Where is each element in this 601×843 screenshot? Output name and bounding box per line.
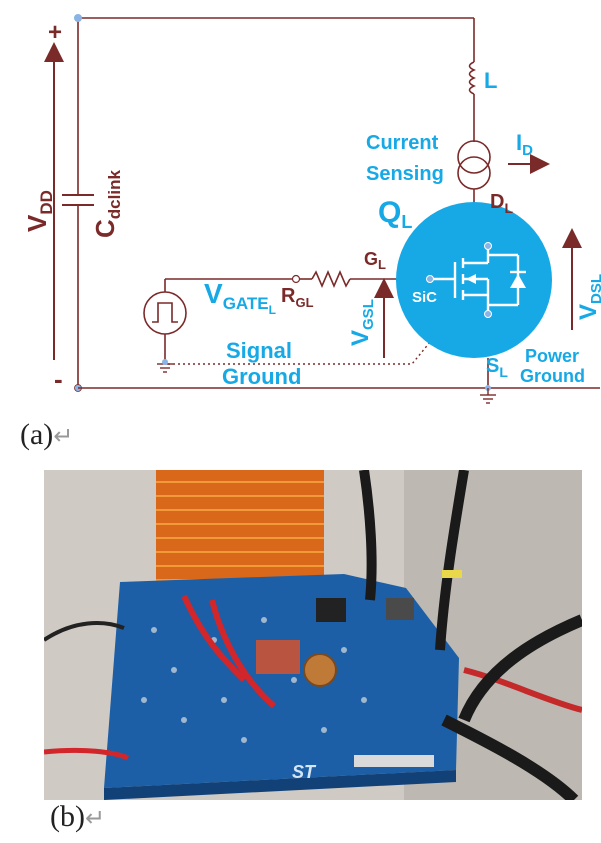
- source-node: [484, 310, 492, 318]
- caption-b-text: (b): [50, 800, 85, 833]
- red-lead-2: [209, 599, 276, 709]
- mosfet-diode: [510, 274, 526, 288]
- drain-node: [484, 242, 492, 250]
- vdsl-label: VDSL: [575, 274, 601, 320]
- hardware-photo-illustration: ST: [44, 470, 582, 800]
- probe-cable-left: [359, 470, 377, 601]
- current-sensor-top-circle: [457, 140, 491, 174]
- plus-label: +: [48, 19, 62, 46]
- vgate-subsub: L: [269, 303, 276, 317]
- gl-main: G: [364, 249, 378, 269]
- mosfet-symbol: [430, 248, 526, 314]
- hardware-photo: ST: [44, 470, 582, 800]
- signal-ground-line1: Signal: [226, 338, 292, 363]
- vdsl-main: V: [575, 304, 601, 320]
- id-label: ID: [516, 130, 533, 159]
- sl-main: S: [486, 355, 499, 377]
- power-ground-line2: Ground: [520, 366, 585, 386]
- gate-node: [426, 275, 434, 283]
- gate-source-circle: [143, 291, 187, 335]
- cap-gap: [70, 195, 86, 205]
- caption-b: (b)↵: [50, 800, 105, 834]
- pcb-board: [104, 574, 459, 788]
- ql-label: QL: [378, 196, 412, 232]
- header-pins: [354, 755, 434, 767]
- signal-ground-node: [162, 359, 168, 365]
- pcb-board-edge: [104, 770, 456, 800]
- inductor-coil: [468, 61, 476, 95]
- dl-main: D: [490, 191, 504, 213]
- black-lead-left: [44, 621, 125, 642]
- id-main: I: [516, 130, 522, 155]
- probe-yellow-ring: [442, 570, 462, 578]
- ql-sub: L: [401, 212, 412, 232]
- vdd-sub: DD: [37, 190, 56, 215]
- pcb-vias: [141, 617, 367, 743]
- cap-sub: dclink: [105, 170, 124, 220]
- probe-cable-center: [435, 470, 469, 651]
- circuit-diagram: + - VDD Cdclink L Current Sensing ID QL …: [22, 14, 601, 404]
- sl-sub: L: [499, 364, 508, 380]
- cap-label: Cdclink: [90, 170, 124, 238]
- caption-b-return-mark: ↵: [84, 806, 106, 832]
- red-lead-1: [181, 594, 247, 683]
- inductor-label: L: [484, 68, 497, 93]
- probe-cable-right: [458, 614, 582, 723]
- id-sub: D: [522, 142, 533, 159]
- vdsl-sub: DSL: [588, 274, 601, 304]
- sic-label: SiC: [412, 289, 437, 306]
- signal-ground-dotted-line: [168, 307, 459, 365]
- rgl-sub: GL: [295, 295, 313, 310]
- signal-ground-line2: Ground: [222, 364, 301, 389]
- pulse-icon: [152, 302, 178, 323]
- vdd-label: VDD: [22, 190, 56, 232]
- caption-a: (a)↵: [20, 418, 73, 452]
- current-sensing-line1: Current: [366, 132, 439, 154]
- vgate-sub: GATE: [223, 294, 269, 313]
- component-b: [386, 598, 414, 620]
- caption-a-text: (a): [20, 418, 54, 451]
- vgsl-label: VGSL: [347, 299, 377, 346]
- mosfet-body-arrow: [466, 274, 476, 284]
- gl-sub: L: [378, 257, 386, 272]
- power-ground-line1: Power: [525, 346, 579, 366]
- coil-body: [156, 470, 324, 594]
- cap-main: C: [90, 219, 120, 238]
- vgsl-main: V: [347, 330, 374, 346]
- rgl-node: [291, 274, 301, 284]
- vgsl-sub: GSL: [360, 299, 377, 330]
- film-capacitor: [256, 640, 300, 674]
- minus-label: -: [54, 364, 63, 394]
- ql-main: Q: [378, 196, 401, 229]
- caption-a-return-mark: ↵: [53, 424, 74, 450]
- red-lead-3: [44, 747, 129, 761]
- st-logo: ST: [292, 762, 317, 782]
- rgl-resistor: [311, 269, 351, 289]
- vgate-label: VGATEL: [204, 278, 276, 317]
- component-a: [316, 598, 346, 622]
- vdd-main: V: [22, 214, 52, 232]
- sl-label: SL: [486, 355, 508, 380]
- probe-cable-bottom: [441, 714, 579, 800]
- dl-sub: L: [504, 200, 513, 216]
- top-left-node: [74, 14, 82, 22]
- rgl-main: R: [281, 285, 296, 307]
- small-inductor: [303, 653, 337, 687]
- red-lead-right: [463, 667, 582, 713]
- vgate-main: V: [204, 278, 223, 309]
- rgl-label: RGL: [281, 285, 314, 310]
- current-sensing-line2: Sensing: [366, 163, 444, 185]
- gl-label: GL: [364, 249, 386, 272]
- dl-label: DL: [490, 191, 513, 216]
